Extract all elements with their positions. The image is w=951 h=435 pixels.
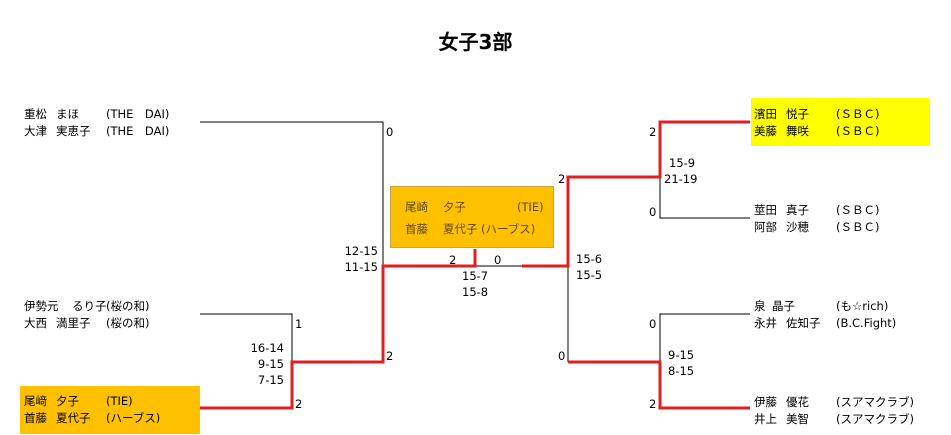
player-family: 大西 xyxy=(24,316,47,330)
winner-line-right-bottom xyxy=(568,360,750,410)
player-club: (ＳＢＣ) xyxy=(836,220,880,234)
player-family: 永井 xyxy=(754,316,777,330)
winner-line-left xyxy=(200,249,477,410)
game-score: 12-15 xyxy=(344,244,378,258)
champion-given: 夕子 xyxy=(443,200,466,214)
score-right-sf-top: 2 xyxy=(558,172,566,186)
player-club: (スアマクラブ) xyxy=(836,395,914,409)
line-left-team1 xyxy=(200,121,384,266)
player-club: (ＳＢＣ) xyxy=(836,107,880,121)
player-given: まほ xyxy=(56,107,79,121)
score-left-r1-bottom: 2 xyxy=(295,397,303,411)
player-club: (スアマクラブ) xyxy=(836,412,914,426)
player-family: 尾﨑 xyxy=(24,394,47,408)
game-score: 15-9 xyxy=(669,156,696,170)
player-given: 佐知子 xyxy=(786,316,821,330)
player-club: (ＳＢＣ) xyxy=(836,124,880,138)
score-final-left: 2 xyxy=(449,253,457,267)
player-family: 泉 xyxy=(754,299,766,313)
player-club: (ハーブス) xyxy=(106,411,161,425)
score-left-sf-top: 0 xyxy=(386,125,394,139)
player-club: (B.C.Fight) xyxy=(836,316,897,330)
game-score: 11-15 xyxy=(344,260,378,274)
player-club: (THE DAI) xyxy=(106,107,170,121)
score-final-right: 0 xyxy=(494,253,502,267)
player-given: 悦子 xyxy=(786,107,809,121)
player-family: 伊藤 xyxy=(754,395,777,409)
team-left-1: 重松まほ (THE DAI) 大津実恵子 (THE DAI) xyxy=(24,106,169,140)
player-club: (も☆rich) xyxy=(836,299,889,313)
player-club: (桜の和) xyxy=(106,299,150,313)
player-family: 大津 xyxy=(24,124,47,138)
game-score: 9-15 xyxy=(257,357,284,371)
player-given: 優花 xyxy=(786,395,809,409)
game-score: 15-7 xyxy=(462,269,489,283)
player-given: るり子 xyxy=(72,299,107,313)
game-score: 15-6 xyxy=(576,252,603,266)
player-given: 沙穂 xyxy=(786,220,809,234)
player-family: 濱田 xyxy=(754,107,777,121)
team-right-3: 泉晶子 (も☆rich) 永井佐知子 (B.C.Fight) xyxy=(754,298,896,332)
line-left-team2 xyxy=(200,313,293,362)
champion-family: 尾崎 xyxy=(405,200,428,214)
game-score: 15-5 xyxy=(576,268,603,282)
winner-path xyxy=(200,120,750,410)
player-club: (TIE) xyxy=(106,394,133,408)
champion-given: 夏代子 xyxy=(443,222,478,236)
player-club: (THE DAI) xyxy=(106,124,170,138)
page-title: 女子3部 xyxy=(438,30,513,54)
player-family: 伊勢元 xyxy=(24,299,59,313)
game-score: 21-19 xyxy=(664,172,698,186)
champion-club: (ハーブス) xyxy=(481,222,536,236)
winner-line-right-top xyxy=(522,120,750,268)
player-family: 井上 xyxy=(754,412,777,426)
player-given: 夕子 xyxy=(56,394,79,408)
player-club: (ＳＢＣ) xyxy=(836,203,880,217)
player-family: 莖田 xyxy=(754,203,777,217)
player-given: 満里子 xyxy=(56,316,91,330)
player-given: 美智 xyxy=(786,412,809,426)
player-club: (桜の和) xyxy=(106,316,150,330)
team-right-1: 濱田悦子 (ＳＢＣ) 美藤舞咲 (ＳＢＣ) xyxy=(751,98,930,146)
score-right-m2-top: 0 xyxy=(649,317,657,331)
player-given: 夏代子 xyxy=(56,411,91,425)
team-left-2: 伊勢元るり子(桜の和) 大西満里子(桜の和) xyxy=(24,298,149,332)
game-score: 15-8 xyxy=(462,285,489,299)
score-left-r1-top: 1 xyxy=(295,317,303,331)
game-score: 16-14 xyxy=(250,341,284,355)
score-left-sf-bottom: 2 xyxy=(386,349,394,363)
score-right-sf-bottom: 0 xyxy=(558,349,566,363)
score-right-m1-top: 2 xyxy=(649,125,657,139)
champion-family: 首藤 xyxy=(405,222,428,236)
player-given: 真子 xyxy=(786,203,809,217)
player-given: 舞咲 xyxy=(786,124,809,138)
player-given: 晶子 xyxy=(772,299,795,313)
player-family: 首藤 xyxy=(24,411,47,425)
game-score: 7-15 xyxy=(257,373,284,387)
player-family: 美藤 xyxy=(754,124,777,138)
team-right-2: 莖田真子 (ＳＢＣ) 阿部沙穂 (ＳＢＣ) xyxy=(754,202,879,236)
team-left-3: 尾﨑 夕子 (TIE) 首藤夏代子 (ハーブス) xyxy=(20,386,200,434)
score-right-m2-bottom: 2 xyxy=(649,397,657,411)
score-right-m1-bottom: 0 xyxy=(649,205,657,219)
game-score: 8-15 xyxy=(668,364,695,378)
game-score: 9-15 xyxy=(668,348,695,362)
champion-box: 尾崎 夕子 (TIE) 首藤 夏代子(ハーブス) xyxy=(390,186,554,248)
player-family: 阿部 xyxy=(754,220,777,234)
player-family: 重松 xyxy=(24,107,47,121)
line-right-team3 xyxy=(659,313,750,362)
champion-club: (TIE) xyxy=(517,200,544,214)
team-right-4: 伊藤優花 (スアマクラブ) 井上美智 (スアマクラブ) xyxy=(754,394,914,428)
player-given: 実恵子 xyxy=(56,124,91,138)
